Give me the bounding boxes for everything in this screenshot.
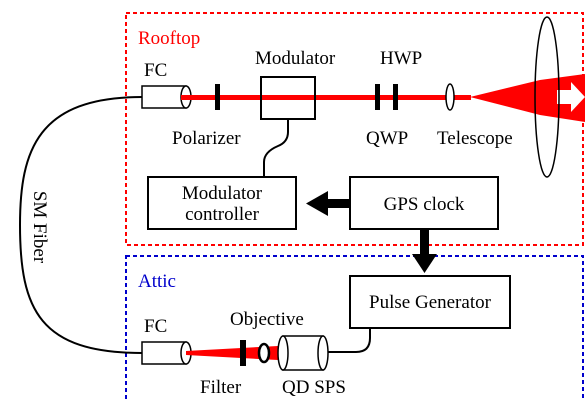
qwp-element	[375, 84, 380, 110]
rooftop-region	[125, 12, 584, 246]
qd-sps-label: QD SPS	[282, 377, 346, 398]
sm-fiber-label: SM Fiber	[29, 191, 50, 264]
gps-to-controller-arrow	[306, 191, 350, 216]
attic-label: Attic	[138, 271, 176, 292]
beam-output-arrow	[557, 82, 585, 112]
fc-top-label: FC	[144, 60, 167, 81]
attic-region	[125, 255, 584, 406]
objective-label: Objective	[230, 309, 304, 330]
polarizer-element	[215, 84, 220, 110]
filter-label: Filter	[200, 377, 242, 398]
modulator-cable	[263, 119, 289, 177]
telescope-label: Telescope	[437, 128, 513, 149]
hwp-label: HWP	[380, 48, 422, 69]
telescope-lens-small	[445, 83, 455, 111]
polarizer-label: Polarizer	[172, 128, 241, 149]
pulse-generator-label: Pulse Generator	[369, 292, 492, 313]
laser-beam-bottom	[186, 346, 278, 360]
expanding-beam	[470, 74, 585, 122]
sm-fiber-path	[18, 96, 143, 354]
filter-element	[240, 340, 246, 366]
gps-clock-label: GPS clock	[384, 194, 465, 215]
rooftop-label: Rooftop	[138, 28, 200, 49]
telescope-lens-large	[534, 16, 560, 178]
fc-bottom-label: FC	[144, 316, 167, 337]
hwp-element	[393, 84, 398, 110]
pulse-generator-box	[349, 275, 511, 329]
modulator-controller-label-line2: controller	[185, 204, 260, 225]
fiber-coupler-bottom	[141, 341, 192, 365]
qd-sps-element	[277, 335, 329, 371]
gps-to-pulse-generator-arrow	[412, 229, 437, 273]
modulator-label: Modulator	[255, 48, 336, 69]
modulator-controller-label-line1: Modulator	[182, 183, 263, 204]
laser-beam-top	[181, 95, 471, 100]
objective-lens	[257, 342, 271, 364]
modulator-controller-box	[147, 176, 297, 230]
qwp-label: QWP	[366, 128, 408, 149]
pulse-generator-cable	[326, 328, 371, 353]
